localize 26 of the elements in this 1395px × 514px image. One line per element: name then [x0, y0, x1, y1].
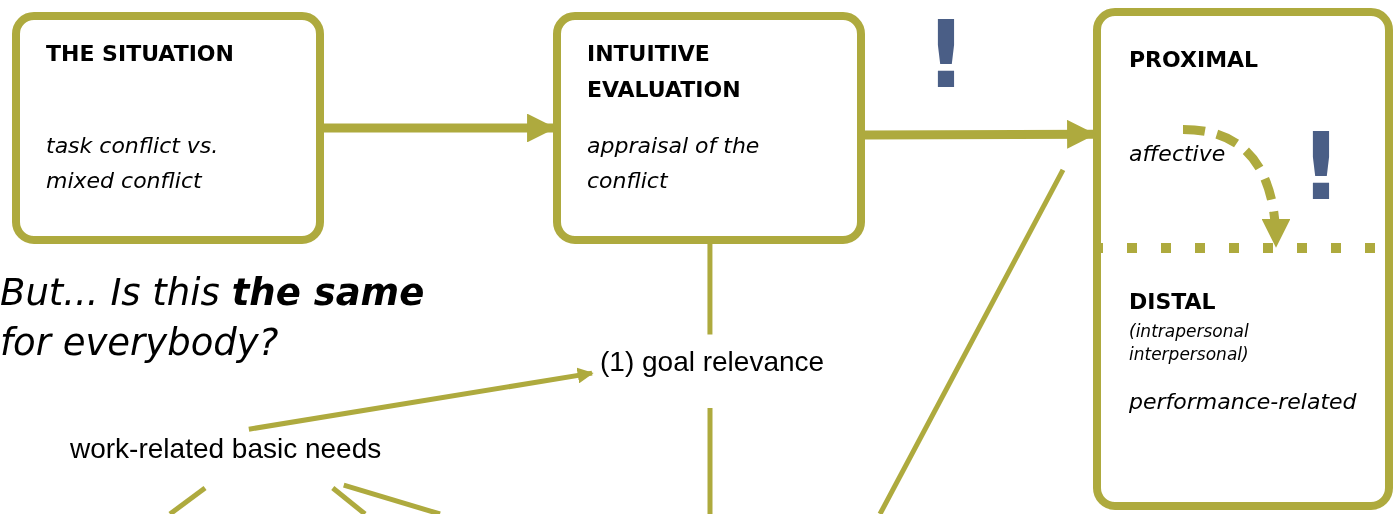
- box-heading: DISTAL: [1129, 288, 1216, 316]
- connector-line: [343, 482, 441, 514]
- rounded-box: [1093, 8, 1393, 510]
- node-text: performance-related: [1129, 388, 1357, 416]
- arrow: [324, 113, 556, 143]
- node-text: affective: [1129, 140, 1226, 168]
- box-heading: THE SITUATION: [46, 40, 234, 68]
- arrow: [248, 367, 594, 432]
- node-text: appraisal of the conflict: [587, 132, 761, 195]
- connector-line: [331, 486, 367, 514]
- arrow: [1182, 124, 1290, 248]
- exclamation-mark: !: [925, 6, 967, 106]
- exclamation-mark: !: [1300, 118, 1342, 218]
- connector-line: [168, 486, 207, 514]
- question-text: But... Is this the same for everybody?: [0, 270, 426, 366]
- node-text: (intrapersonal interpersonal): [1129, 320, 1250, 366]
- connector-line: [707, 408, 713, 514]
- rounded-box: [553, 12, 865, 244]
- box-heading: PROXIMAL: [1129, 46, 1259, 74]
- node-text: work-related basic needs: [70, 432, 382, 466]
- node-text: (1) goal relevance: [600, 345, 825, 379]
- connector-line: [707, 244, 713, 335]
- box-heading: INTUITIVE EVALUATION: [587, 40, 742, 104]
- arrow: [865, 119, 1096, 149]
- rounded-box: [12, 12, 324, 244]
- node-text: task conflict vs. mixed conflict: [46, 132, 220, 195]
